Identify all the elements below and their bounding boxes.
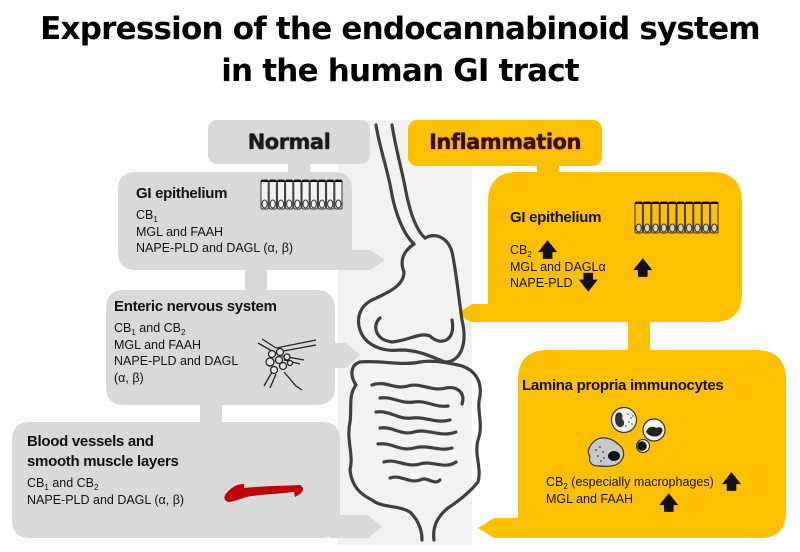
cell-nucleus	[711, 223, 718, 233]
cell-nucleus	[677, 223, 684, 233]
inflammation-epithelium-line-1: CB2🡅	[510, 239, 558, 261]
cell-apical-border	[668, 202, 676, 204]
inflammation-immunocytes-box: Lamina propria immunocytes	[522, 376, 724, 399]
normal-box-blood-vessels-shape	[12, 422, 340, 538]
gi-tract-icon	[347, 123, 482, 542]
cell-nucleus	[318, 199, 326, 209]
cell-apical-border	[651, 202, 660, 204]
cell-nucleus	[327, 199, 334, 209]
normal-epithelium-line-1: CB1	[136, 208, 158, 224]
cell-nucleus	[635, 223, 642, 233]
normal-box-blood-vessels-arrow	[330, 515, 382, 538]
inflammation-immunocytes-line-1: CB2 (especially macrophages)🡅	[546, 471, 742, 493]
inflammation-epithelium-line-2: MGL and DAGLα	[510, 259, 606, 274]
cell-nucleus	[269, 199, 276, 209]
normal-blood-vessels-heading-1: Blood vessels and	[27, 433, 154, 450]
cell-apical-border	[302, 180, 310, 182]
normal-epithelium-line-3: NAPE-PLD and DAGL (α, β)	[136, 241, 294, 255]
cell-nucleus	[302, 199, 309, 209]
cell-nucleus	[643, 223, 651, 233]
normal-connector-2	[245, 268, 267, 294]
small-intestine-outline	[370, 382, 465, 484]
cell-apical-border	[677, 202, 685, 204]
normal-enteric-line-1: CB1 and CB2	[114, 321, 186, 337]
neuron-plexus-icon	[257, 338, 317, 391]
inflammation-connector-2	[628, 318, 650, 354]
cell-apical-border	[277, 180, 285, 182]
normal-enteric-heading: Enteric nervous system	[114, 298, 277, 315]
stomach-inner-outline	[374, 316, 455, 344]
normal-epithelium-cells-icon	[260, 179, 343, 210]
cell-nucleus	[310, 199, 317, 209]
normal-blood-vessels-line-1: CB1 and CB2	[27, 476, 99, 492]
cell-nucleus	[685, 223, 693, 233]
inflammation-epithelium-box: GI epithelium CB2🡅 MGL and DAGLα NAPE-PL…	[510, 208, 606, 294]
normal-tab: Normal	[247, 130, 331, 154]
normal-enteric-line-3: NAPE-PLD and DAGL	[114, 354, 239, 368]
cell-apical-border	[261, 180, 269, 182]
cell-nucleus	[669, 223, 676, 233]
cell-nucleus	[660, 223, 668, 233]
title-line-2: in the human GI tract	[221, 53, 579, 89]
normal-box-enteric-shape	[106, 290, 360, 405]
increase-arrow-icon: 🡅	[659, 493, 679, 514]
decrease-arrow-icon: 🡇	[578, 272, 599, 294]
cell-apical-border	[685, 202, 693, 204]
blood-vessel-icon	[224, 484, 303, 502]
cell-apical-border	[326, 180, 334, 182]
cell-nucleus	[286, 199, 293, 209]
cell-nucleus	[261, 199, 268, 209]
cell-apical-border	[710, 202, 718, 204]
increase-arrow-icon: 🡅	[633, 258, 653, 279]
normal-epithelium-line-2: MGL and FAAH	[136, 224, 224, 239]
inflammation-epithelium-cells-icon	[634, 201, 719, 234]
figure-title: Expression of the endocannabinoid system…	[0, 8, 800, 92]
cell-apical-border	[660, 202, 668, 204]
inflammation-immunocytes-line-2: MGL and FAAH	[546, 491, 634, 506]
cell-apical-border	[293, 180, 301, 182]
inflammation-immunocytes-heading: Lamina propria immunocytes	[522, 377, 724, 394]
inflammation-tab-shape	[408, 120, 602, 166]
cell-nucleus	[702, 223, 710, 233]
normal-enteric-line-4: (α, β)	[114, 370, 144, 385]
large-intestine-outline	[347, 359, 482, 542]
increase-arrow-icon: 🡅	[537, 239, 558, 261]
cell-nucleus	[694, 223, 701, 233]
immune-cells-icon	[587, 406, 666, 467]
title-line-1: Expression of the endocannabinoid system	[40, 11, 760, 47]
normal-epithelium-heading: GI epithelium	[136, 185, 228, 202]
normal-epithelium-box: GI epithelium CB1 MGL and FAAH NAPE-PLD …	[136, 184, 293, 257]
normal-blood-vessels-box: Blood vessels and smooth muscle layers C…	[27, 432, 184, 508]
inflammation-epithelium-line-3: NAPE-PLD🡇	[510, 272, 599, 294]
cell-apical-border	[643, 202, 651, 204]
cell-nucleus	[652, 223, 659, 233]
normal-blood-vessels-heading-2: smooth muscle layers	[27, 453, 179, 470]
cell-apical-border	[635, 202, 643, 204]
cell-apical-border	[702, 202, 710, 204]
cell-apical-border	[285, 180, 293, 182]
cell-apical-border	[334, 180, 342, 182]
cell-apical-border	[318, 180, 326, 182]
normal-connector-3	[200, 403, 222, 426]
normal-enteric-box: Enteric nervous system CB1 and CB2 MGL a…	[114, 297, 277, 386]
normal-enteric-line-2: MGL and FAAH	[114, 337, 202, 352]
cell-apical-border	[269, 180, 277, 182]
normal-blood-vessels-line-2: NAPE-PLD and DAGL (α, β)	[27, 492, 185, 507]
cell-nucleus	[294, 199, 301, 209]
cell-nucleus	[335, 199, 342, 209]
esophagus-outline	[374, 123, 427, 246]
inflammation-immunocytes-lines: CB2 (especially macrophages)🡅 MGL and FA…	[546, 471, 742, 507]
inflammation-epithelium-heading: GI epithelium	[510, 209, 602, 226]
cell-nucleus	[277, 199, 285, 209]
cell-apical-border	[693, 202, 702, 204]
stomach-outline	[356, 234, 466, 364]
cell-apical-border	[310, 180, 318, 182]
inflammation-box-immunocytes-shape	[478, 350, 786, 538]
increase-arrow-icon: 🡅	[721, 471, 742, 493]
normal-tab-shape	[208, 120, 370, 164]
inflammation-tab: Inflammation	[429, 130, 581, 154]
